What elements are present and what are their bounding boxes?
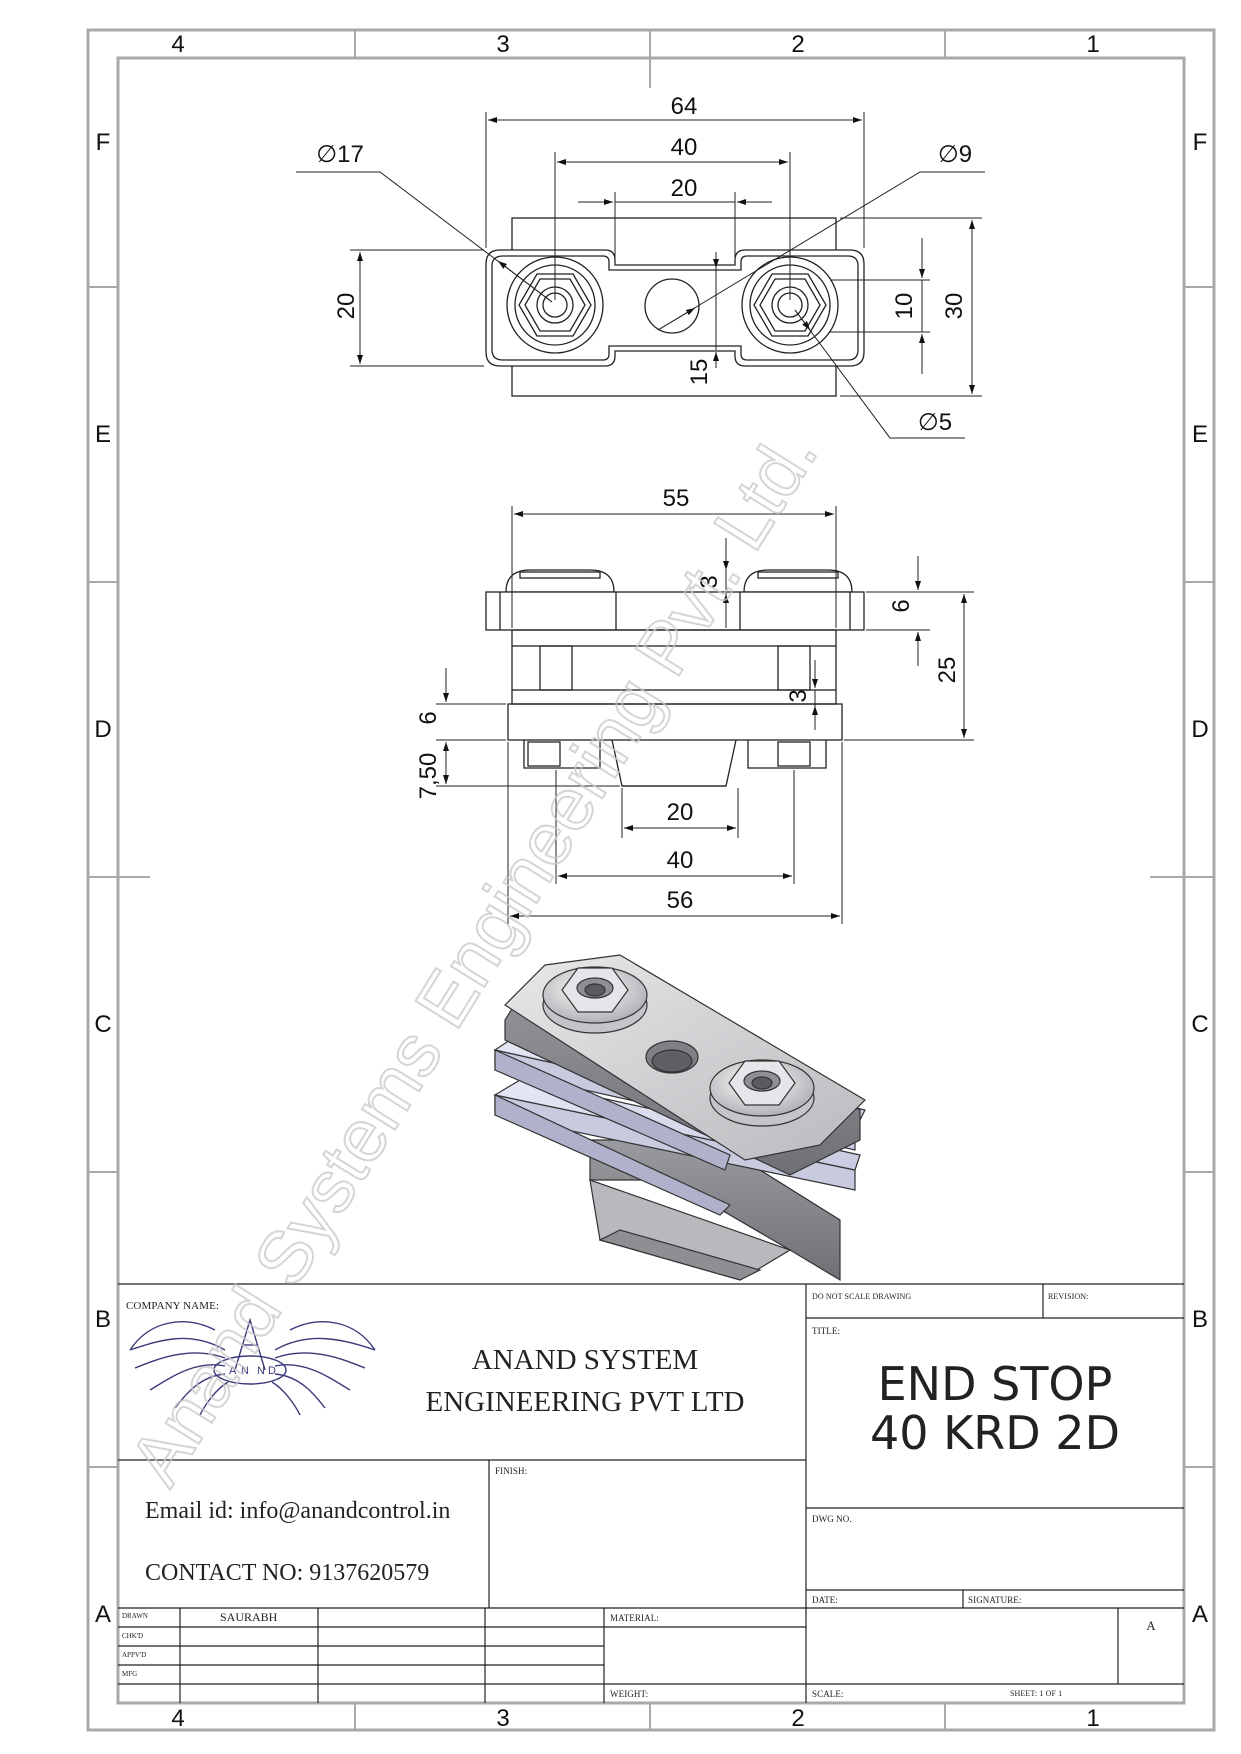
watermark-text: Anand Systems Engineering Pvt. Ltd.: [113, 415, 833, 1499]
dim-3-lower: 3: [785, 689, 812, 702]
zone-bottom-1: 1: [1086, 1705, 1099, 1732]
scale-label: SCALE:: [812, 1689, 844, 1699]
do-not-scale-label: DO NOT SCALE DRAWING: [812, 1292, 912, 1301]
approved-row-label: APPV'D: [122, 1651, 147, 1659]
zone-left-C: C: [94, 1011, 111, 1038]
drawing-title-line2: 40 KRD 2D: [869, 1406, 1120, 1460]
zone-left-B: B: [95, 1306, 111, 1333]
zone-left-D: D: [94, 716, 111, 743]
dim-dia-5: ∅5: [918, 409, 952, 436]
dim-dia-9: ∅9: [938, 141, 972, 168]
top-view: [485, 217, 865, 397]
top-view-body-inner: [491, 255, 859, 361]
date-label: DATE:: [812, 1595, 838, 1605]
zone-left-F: F: [96, 129, 111, 156]
dwg-no-label: DWG NO.: [812, 1514, 852, 1524]
front-view: [485, 569, 865, 787]
logo-letter-n1: N: [241, 1365, 249, 1377]
zone-right-D: D: [1191, 716, 1208, 743]
dim-10: 10: [891, 293, 918, 320]
company-name-line2: ENGINEERING PVT LTD: [425, 1386, 745, 1418]
logo-letter-a: A: [229, 1365, 237, 1377]
dim-dia-17: ∅17: [316, 141, 364, 168]
revision-label: REVISION:: [1048, 1292, 1089, 1301]
dim-30: 30: [941, 293, 968, 320]
dim-20-bottom: 20: [667, 799, 694, 826]
dim-40-bottom: 40: [667, 847, 694, 874]
zone-right-F: F: [1193, 129, 1208, 156]
signature-label: SIGNATURE:: [968, 1595, 1022, 1605]
dim-20-left: 20: [333, 293, 360, 320]
company-name-line1: ANAND SYSTEM: [471, 1344, 699, 1376]
isometric-view: [493, 954, 866, 1282]
mfg-row-label: MFG: [122, 1670, 138, 1678]
sheet-size: A: [1146, 1618, 1156, 1633]
zone-top-3: 3: [496, 31, 509, 58]
top-view-dimensions: [296, 112, 985, 439]
zone-right-E: E: [1192, 421, 1208, 448]
drawn-row-name: SAURABH: [220, 1610, 278, 1624]
zone-bottom-4: 4: [171, 1705, 184, 1732]
title-label: TITLE:: [812, 1326, 841, 1336]
dim-6-left: 6: [415, 711, 442, 724]
dim-25: 25: [934, 657, 961, 684]
dim-20-top: 20: [671, 175, 698, 202]
zone-bottom-3: 3: [496, 1705, 509, 1732]
top-view-center-hole: [644, 278, 700, 334]
company-email[interactable]: Email id: info@anandcontrol.in: [145, 1498, 451, 1524]
drawn-row-label: DRAWN: [122, 1612, 148, 1620]
front-view-dim-labels: 55 3 6 25 3 6 7,50 20 40 56: [415, 485, 961, 914]
iso-right-bolt: [709, 1059, 815, 1127]
front-view-base-block: [507, 703, 843, 741]
dim-3-top: 3: [696, 575, 723, 588]
material-label: MATERIAL:: [610, 1613, 659, 1623]
zone-left-E: E: [95, 421, 111, 448]
logo-letter-n2: N: [257, 1365, 265, 1377]
dim-40: 40: [671, 134, 698, 161]
logo-letter-d: D: [268, 1365, 276, 1377]
zone-top-1: 1: [1086, 31, 1099, 58]
zone-top-2: 2: [791, 31, 804, 58]
weight-label: WEIGHT:: [610, 1689, 649, 1699]
company-contact: CONTACT NO: 9137620579: [145, 1560, 430, 1586]
iso-left-bolt: [542, 966, 648, 1034]
dim-64: 64: [671, 93, 698, 120]
dim-15: 15: [686, 359, 713, 386]
dim-56-bottom: 56: [667, 887, 694, 914]
zone-left-A: A: [95, 1601, 111, 1628]
dim-6-right: 6: [888, 599, 915, 612]
top-view-dim-labels: 64 40 20 ∅17 ∅9 ∅5 20 10 30 15: [316, 93, 972, 436]
sheet-count: SHEET: 1 OF 1: [1010, 1689, 1063, 1698]
front-view-bolt-head-right: [743, 569, 853, 593]
zone-right-C: C: [1191, 1011, 1208, 1038]
title-block: [118, 1283, 1184, 1703]
finish-label: FINISH:: [495, 1466, 528, 1476]
company-logo: [129, 1317, 376, 1416]
zone-right-A: A: [1192, 1601, 1208, 1628]
zone-right-B: B: [1192, 1306, 1208, 1333]
zone-bottom-2: 2: [791, 1705, 804, 1732]
front-view-bolt-head-left: [505, 569, 615, 593]
zone-top-4: 4: [171, 31, 184, 58]
dim-55: 55: [663, 485, 690, 512]
sheet-border: [86, 28, 1216, 1732]
dim-7-50: 7,50: [415, 753, 442, 800]
drawing-title-line1: END STOP: [877, 1357, 1113, 1411]
company-name-label: COMPANY NAME:: [126, 1300, 220, 1312]
checked-row-label: CHK'D: [122, 1632, 144, 1640]
front-view-dimensions: [436, 506, 974, 924]
